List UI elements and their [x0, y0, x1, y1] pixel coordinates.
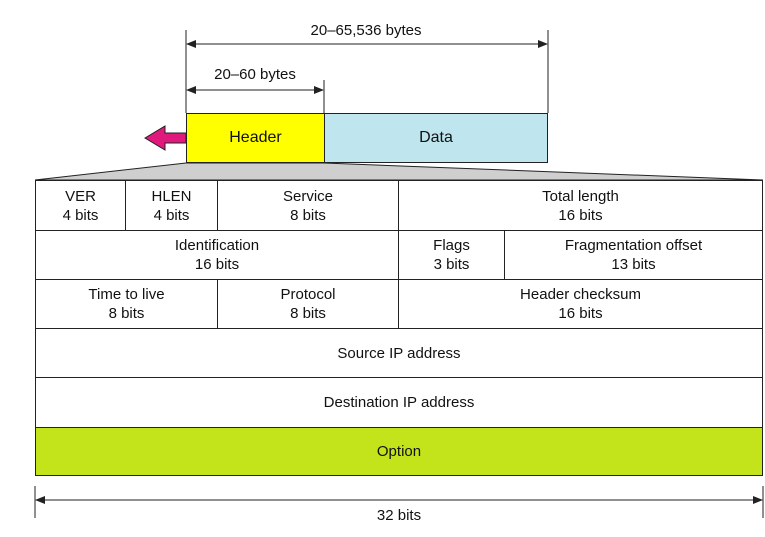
field-fragmentation-offset: Fragmentation offset 13 bits	[505, 231, 762, 280]
field-protocol: Protocol 8 bits	[218, 280, 399, 329]
field-option: Option	[36, 428, 762, 475]
field-name: Protocol	[280, 286, 336, 303]
field-name: Destination IP address	[323, 394, 475, 411]
field-size: 3 bits	[433, 256, 470, 273]
data-label: Data	[419, 129, 453, 146]
field-name: Header checksum	[520, 286, 641, 303]
field-identification: Identification 16 bits	[36, 231, 399, 280]
row-6: Option	[36, 428, 762, 475]
field-name: Source IP address	[337, 344, 461, 362]
row-4: Source IP address	[36, 329, 762, 378]
field-size: 4 bits	[153, 206, 190, 224]
field-name: Time to live	[88, 286, 165, 303]
arrow-left-icon	[144, 125, 187, 151]
header-bytes-label: 20–60 bytes	[214, 66, 296, 83]
width-bits-label: 32 bits	[376, 507, 422, 524]
field-size: 4 bits	[62, 206, 99, 224]
total-bytes-label: 20–65,536 bytes	[310, 22, 422, 39]
header-expansion-shape	[34, 162, 764, 181]
field-size: 16 bits	[194, 256, 240, 273]
field-name: Option	[376, 443, 422, 460]
field-size: 16 bits	[558, 206, 603, 224]
ip-header-grid: VER 4 bits HLEN 4 bits Service 8 bits To…	[35, 180, 763, 476]
field-name: Identification	[174, 237, 260, 254]
row-3: Time to live 8 bits Protocol 8 bits Head…	[36, 280, 762, 329]
field-size: 8 bits	[290, 305, 326, 322]
field-flags: Flags 3 bits	[399, 231, 505, 280]
row-5: Destination IP address	[36, 378, 762, 428]
field-name: Total length	[542, 187, 619, 205]
field-size: 13 bits	[611, 256, 656, 273]
header-label: Header	[229, 129, 282, 146]
field-name: Flags	[433, 237, 470, 254]
row-2: Identification 16 bits Flags 3 bits Frag…	[36, 231, 762, 280]
field-size: 16 bits	[558, 305, 603, 322]
field-time-to-live: Time to live 8 bits	[36, 280, 218, 329]
data-box: Data	[324, 113, 548, 163]
field-name: Fragmentation offset	[564, 237, 703, 254]
field-source-ip: Source IP address	[36, 329, 762, 378]
field-size: 8 bits	[108, 305, 145, 322]
field-name: Service	[282, 187, 334, 205]
field-name: HLEN	[151, 187, 192, 205]
field-header-checksum: Header checksum 16 bits	[399, 280, 762, 329]
field-name: VER	[65, 187, 96, 205]
field-ver: VER 4 bits	[36, 181, 126, 231]
header-box: Header	[186, 113, 325, 163]
row-1: VER 4 bits HLEN 4 bits Service 8 bits To…	[36, 181, 762, 231]
field-service: Service 8 bits	[218, 181, 399, 231]
field-destination-ip: Destination IP address	[36, 378, 762, 428]
field-total-length: Total length 16 bits	[399, 181, 762, 231]
field-size: 8 bits	[290, 206, 326, 224]
field-hlen: HLEN 4 bits	[126, 181, 218, 231]
